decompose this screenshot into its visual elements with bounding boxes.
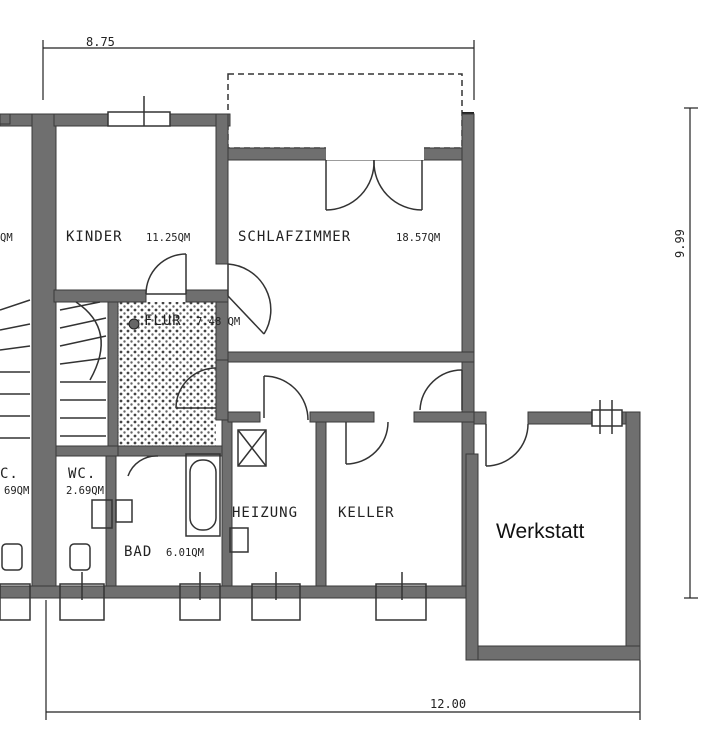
room-label-kinder: KINDER (66, 229, 123, 245)
fixtures (0, 429, 427, 621)
neighbor-room-area-fragment: QM (0, 232, 13, 244)
dimension-right-label: 9.99 (673, 229, 687, 258)
neighbor-wc-area-fragment: 69QM (4, 485, 29, 497)
room-label-heizung: HEIZUNG (232, 505, 298, 521)
room-label-werkstatt: Werkstatt (496, 520, 584, 543)
walls (0, 113, 641, 661)
room-area-schlafzimmer: 18.57QM (396, 232, 440, 244)
room-label-keller: KELLER (338, 505, 395, 521)
room-area-wc: 2.69QM (66, 485, 104, 497)
room-area-bad: 6.01QM (166, 547, 204, 559)
interior-doors (127, 253, 529, 477)
staircase (0, 299, 140, 439)
windows (107, 96, 623, 434)
balcony-double-door (325, 146, 424, 211)
dimension-bottom-label: 12.00 (430, 697, 466, 711)
dimension-right (684, 107, 698, 599)
dimension-top (42, 40, 475, 100)
room-area-flur: 7.48 QM (196, 316, 240, 328)
room-label-bad: BAD (124, 544, 152, 560)
room-label-schlafzimmer: SCHLAFZIMMER (238, 229, 351, 245)
balcony-outline (227, 73, 463, 149)
dimension-bottom (45, 600, 641, 720)
room-label-flur: FLUR (144, 313, 182, 329)
dimension-top-label: 8.75 (86, 35, 115, 49)
room-label-wc: WC. (68, 466, 96, 482)
room-area-kinder: 11.25QM (146, 232, 190, 244)
neighbor-wc-fragment: C. (0, 466, 19, 482)
